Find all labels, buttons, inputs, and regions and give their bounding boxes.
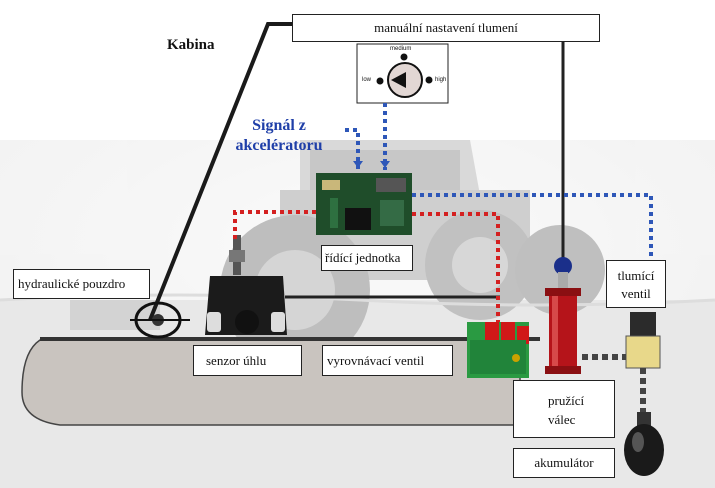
angle-sensor-device (205, 235, 287, 335)
knob-high-label: high (435, 77, 447, 83)
accumulator-label: akumulátor (513, 448, 615, 478)
manual-setting-label: manuální nastavení tlumení (292, 14, 600, 42)
accel-signal-line2: akcelératoru (235, 137, 323, 154)
cabin-link-line (148, 22, 292, 321)
control-unit-label: řídící jednotka (321, 245, 413, 271)
accumulator-device (624, 412, 664, 476)
frame-top-edge (40, 337, 540, 341)
angle-sensor-label: senzor úhlu (193, 345, 302, 376)
damping-knob-device (356, 43, 449, 104)
red-signal-lines (233, 210, 500, 322)
spring-cylinder-device (545, 257, 581, 374)
hydraulic-housing-label: hydraulické pouzdro (13, 269, 150, 299)
blue-signal-lines (345, 103, 653, 258)
control-unit-board (316, 173, 412, 235)
knob-low-label: low (362, 77, 372, 83)
accelerometer-signal-label: Signál z akcelératoru (218, 116, 340, 156)
leveling-valve-device (467, 322, 529, 378)
leveling-valve-label: vyrovnávací ventil (322, 345, 453, 376)
spring-cylinder-line2: válec (548, 412, 576, 427)
accel-signal-line1: Signál z (252, 117, 306, 134)
damping-valve-line1: tlumící (617, 268, 655, 283)
knob-medium-label: medium (390, 46, 412, 52)
damping-valve-label: tlumící ventil (606, 260, 666, 308)
damping-valve-line2: ventil (621, 286, 651, 301)
spring-cylinder-line1: pružící (548, 393, 585, 408)
cabin-label: Kabina (167, 37, 215, 53)
damping-valve-device (625, 312, 661, 369)
spring-cylinder-label: pružící válec (513, 380, 615, 438)
